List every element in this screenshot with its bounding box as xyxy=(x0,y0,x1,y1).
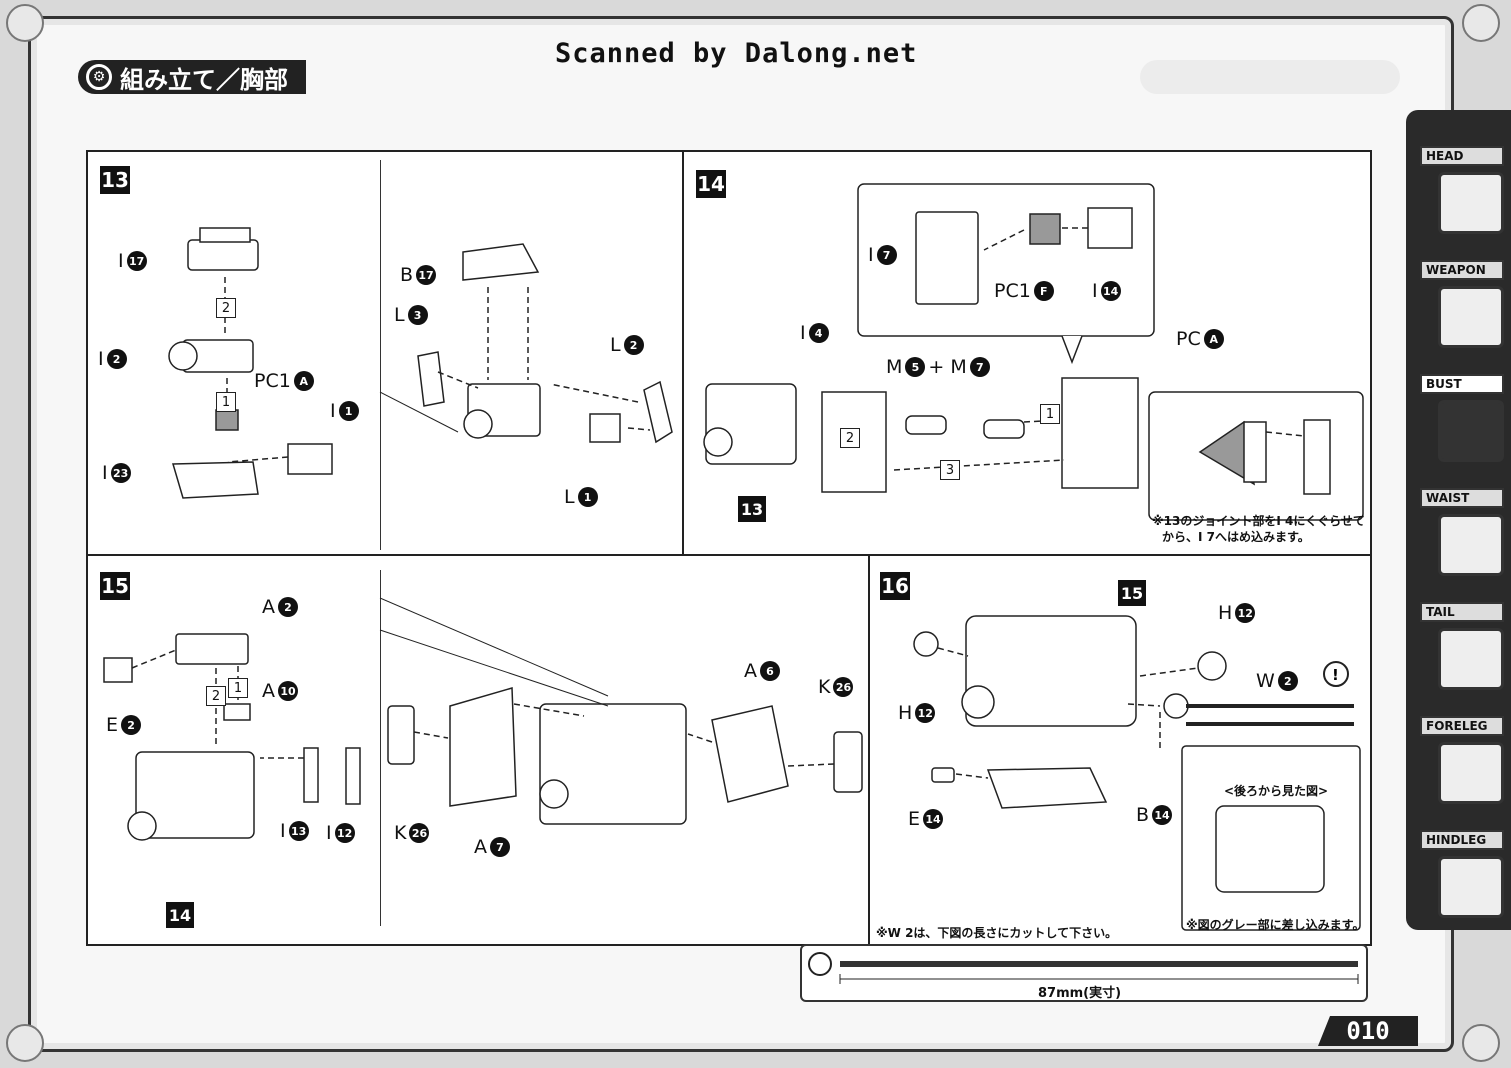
section-title-text: 組み立て／胸部 xyxy=(120,65,288,94)
tab-bust[interactable]: BUST xyxy=(1414,366,1510,462)
tab-hindleg[interactable]: HINDLEG xyxy=(1414,822,1510,918)
svg-text:!: ! xyxy=(1332,666,1339,684)
tab-label: TAIL xyxy=(1420,602,1504,622)
gear-icon: ⚙ xyxy=(86,64,112,90)
order-box: 1 xyxy=(228,678,248,698)
rear-view-title: <後ろから見た図> xyxy=(1224,784,1329,798)
order-box: 1 xyxy=(216,392,236,412)
step-16-illustration: ! xyxy=(913,615,1361,931)
bust-icon xyxy=(1438,400,1504,462)
section-title: ⚙ 組み立て／胸部 xyxy=(78,60,306,94)
step-15-illustration xyxy=(103,597,863,841)
page-number: 010 xyxy=(1318,1016,1418,1046)
corner-bolt-icon xyxy=(1462,1024,1500,1062)
head-icon xyxy=(1438,172,1504,234)
order-box: 2 xyxy=(840,428,860,448)
foreleg-icon xyxy=(1438,742,1504,804)
panel-divider xyxy=(380,570,381,926)
step-number: 15 xyxy=(100,572,130,600)
scan-credit: Scanned by Dalong.net xyxy=(555,38,918,69)
cut-length-note: ※W 2は、下図の長さにカットして下さい。 xyxy=(876,926,1118,940)
order-box: 3 xyxy=(940,460,960,480)
rear-view-note: ※図のグレー部に差し込みます。 xyxy=(1186,918,1365,932)
step-15-panel: 15 1 2 xyxy=(86,554,872,946)
order-box: 2 xyxy=(216,298,236,318)
length-guide: 87mm(実寸) xyxy=(800,944,1368,1002)
corner-bolt-icon xyxy=(6,4,44,42)
joint-note-line-1: ※13のジョイント部をI 4にくぐらせて xyxy=(1152,514,1365,528)
sub-step-15: 15 xyxy=(1118,580,1146,606)
weapon-icon xyxy=(1438,286,1504,348)
tab-tail[interactable]: TAIL xyxy=(1414,594,1510,690)
tab-weapon[interactable]: WEAPON xyxy=(1414,252,1510,348)
tab-waist[interactable]: WAIST xyxy=(1414,480,1510,576)
length-guide-graphic xyxy=(808,952,1359,984)
hindleg-icon xyxy=(1438,856,1504,918)
panel-divider xyxy=(380,160,381,550)
step-number: 16 xyxy=(880,572,910,600)
tail-icon xyxy=(1438,628,1504,690)
step-13-illustration xyxy=(168,227,673,499)
order-box: 1 xyxy=(1040,404,1060,424)
sub-step-13: 13 xyxy=(738,496,766,522)
tab-label: HINDLEG xyxy=(1420,830,1504,850)
step-14-illustration xyxy=(703,183,1364,521)
tab-label: FORELEG xyxy=(1420,716,1504,736)
tab-label: WAIST xyxy=(1420,488,1504,508)
tab-label: WEAPON xyxy=(1420,260,1504,280)
sub-step-14: 14 xyxy=(166,902,194,928)
tab-foreleg[interactable]: FORELEG xyxy=(1414,708,1510,804)
corner-bolt-icon xyxy=(6,1024,44,1062)
joint-note-line-2: から、I 7へはめ込みます。 xyxy=(1162,530,1310,544)
order-box: 2 xyxy=(206,686,226,706)
tab-label: HEAD xyxy=(1420,146,1504,166)
step-number: 14 xyxy=(696,170,726,198)
length-value: 87mm(実寸) xyxy=(1038,986,1122,1001)
waist-icon xyxy=(1438,514,1504,576)
tab-label: BUST xyxy=(1420,374,1504,394)
corner-bolt-icon xyxy=(1462,4,1500,42)
tab-head[interactable]: HEAD xyxy=(1414,138,1510,234)
step-number: 13 xyxy=(100,166,130,194)
ghost-title-tag xyxy=(1140,60,1400,94)
